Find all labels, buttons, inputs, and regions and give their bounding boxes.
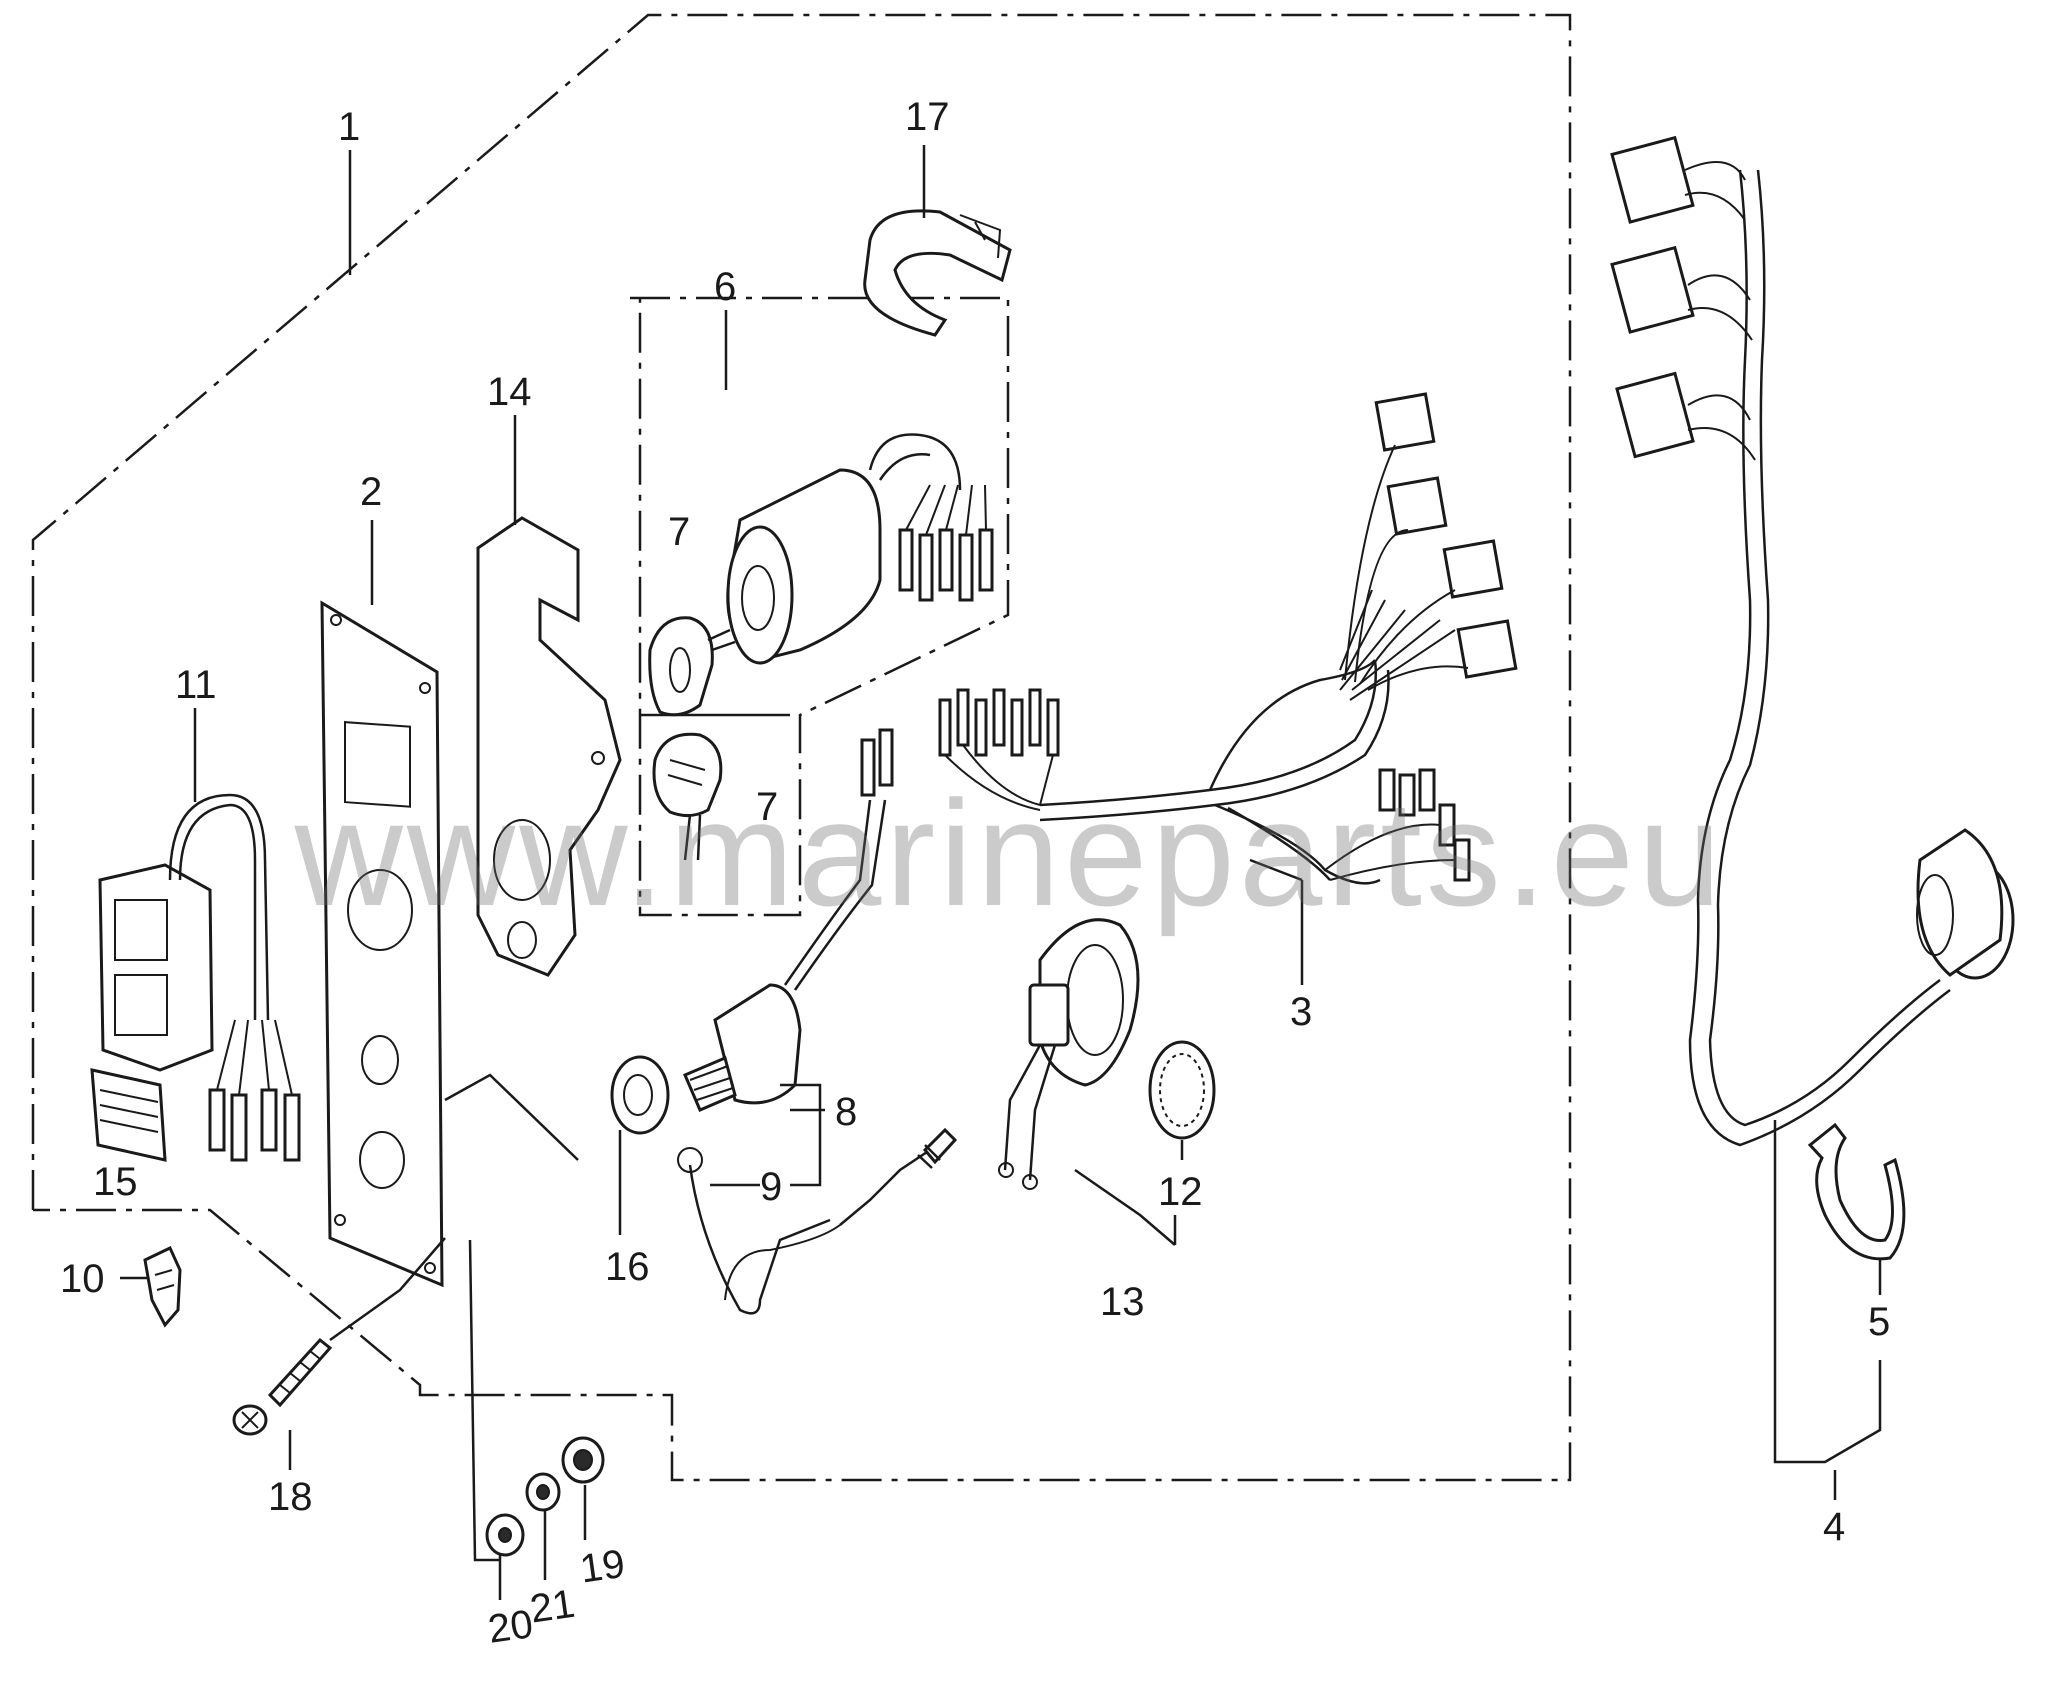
callout-21: 21 [527,1582,577,1632]
buzzer-grille [1148,1040,1216,1140]
watermark-text: www.marineparts.eu [294,769,1726,937]
callout-7a: 7 [668,510,690,554]
callout-12: 12 [1158,1170,1203,1214]
lock-washer [525,1472,561,1512]
callout-7b: 7 [756,785,778,829]
lamp-terminals [208,1019,301,1162]
callout-20: 20 [485,1602,535,1652]
harness-clip [1807,1122,1906,1261]
callout-8: 8 [835,1090,857,1134]
ignition-switch-body [726,433,994,665]
callout-10: 10 [60,1257,105,1301]
callout-6: 6 [714,265,736,309]
flat-washer [485,1513,525,1557]
main-wire-harness [938,392,1518,885]
extension-round-connector [1916,828,2015,980]
callout-11: 11 [175,663,217,707]
cable-band [863,209,1012,337]
switch-terminals [898,484,994,602]
callout-19: 19 [577,1542,627,1592]
switch-nut [610,1055,670,1135]
warning-lamp-unit [98,793,301,1162]
callout-4: 4 [1823,1505,1845,1549]
harness-terminals-right [1324,768,1471,882]
leader-lines [120,145,1882,1600]
assembly-boundary [31,13,1572,1482]
callout-15: 15 [93,1160,138,1204]
callout-9: 9 [760,1165,782,1209]
harness-terminals-left [938,688,1060,811]
callout-labels: 1 2 3 4 5 6 7 7 8 9 10 11 12 13 14 15 16… [60,95,1890,1652]
callout-2: 2 [360,470,382,514]
mounting-bracket [476,516,622,977]
callout-17: 17 [905,95,950,139]
harness-connectors [1344,392,1518,691]
extension-connectors [1610,135,1756,461]
callout-13: 13 [1100,1280,1145,1324]
ignition-key-upper [648,616,736,717]
callout-18: 18 [268,1475,313,1519]
callout-14: 14 [487,370,532,414]
callout-3: 3 [1290,990,1312,1034]
panel-plate [320,600,444,1288]
hex-nut [561,1436,605,1484]
callout-16: 16 [605,1245,650,1289]
extension-wire-harness [1610,135,2015,1147]
ignition-key-lower [652,732,723,861]
lamp-label [90,1068,167,1162]
callout-5: 5 [1868,1300,1890,1344]
emergency-stop-switch [683,728,894,1112]
callout-1: 1 [338,105,360,149]
panel-screw [232,1337,333,1436]
buzzer [998,918,1140,1190]
stop-lanyard [677,1127,958,1315]
wire-clip-small [143,1245,182,1328]
